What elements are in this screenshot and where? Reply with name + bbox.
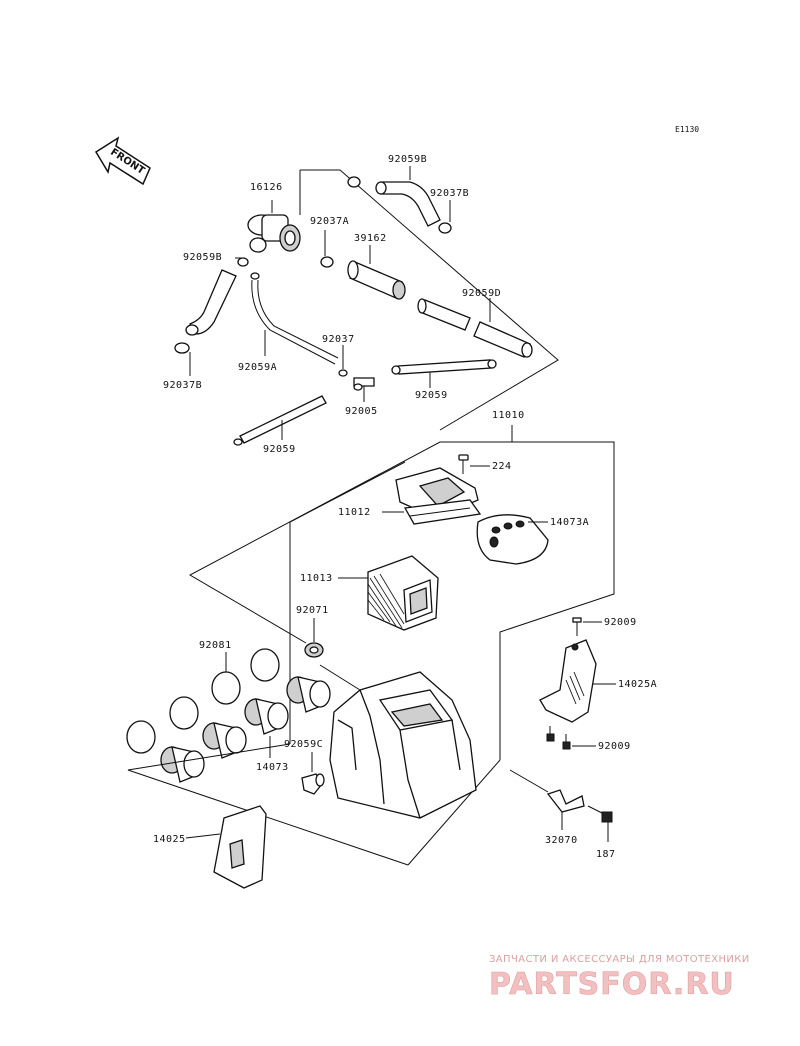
label-14073: 14073 [256, 762, 289, 773]
part-92009-bottom-screws [546, 726, 596, 750]
label-16126: 16126 [250, 182, 283, 193]
label-92071: 92071 [296, 605, 329, 616]
part-224-bolt [458, 454, 490, 474]
part-airbox-housing [329, 671, 477, 819]
label-39162: 39162 [354, 233, 387, 244]
part-14073-boots [160, 676, 331, 783]
watermark-tagline: ЗАПЧАСТИ И АКСЕССУАРЫ ДЛЯ МОТОТЕХНИКИ [489, 954, 750, 965]
airbox-assembly-outline [188, 425, 615, 866]
label-92009-bottom: 92009 [598, 741, 631, 752]
label-92059B-top: 92059B [388, 154, 427, 165]
label-14073A: 14073A [550, 517, 589, 528]
part-14073A-cap [476, 514, 549, 565]
part-92071-grommet [304, 618, 324, 658]
part-92059C-elbow [301, 752, 325, 795]
label-92059A: 92059A [238, 362, 277, 373]
part-92081-clamps [126, 648, 280, 754]
label-92059B-left: 92059B [183, 252, 222, 263]
part-11013-filter [338, 555, 439, 631]
label-92037: 92037 [322, 334, 355, 345]
part-14025-cover [185, 805, 267, 889]
diagram-code: E1130 [675, 125, 699, 134]
label-92081: 92081 [199, 640, 232, 651]
label-11010: 11010 [492, 410, 525, 421]
label-92005: 92005 [345, 406, 378, 417]
label-92037B-top: 92037B [430, 188, 469, 199]
part-92037A-clamp [320, 230, 334, 268]
label-92009-top: 92009 [604, 617, 637, 628]
label-32070: 32070 [545, 835, 578, 846]
label-92059D: 92059D [462, 288, 501, 299]
left-group-outline [127, 743, 409, 866]
part-39162-filter [347, 245, 406, 300]
part-92059B-top-hose [347, 166, 441, 227]
label-187: 187 [596, 849, 616, 860]
label-14025: 14025 [153, 834, 186, 845]
label-92059-bottom: 92059 [263, 444, 296, 455]
part-92059D-hoses [417, 298, 533, 358]
part-92037B-top-clamp [438, 200, 452, 234]
label-14025A: 14025A [618, 679, 657, 690]
part-14025A-bracket [539, 639, 616, 723]
part-16126-breather-body [247, 200, 301, 253]
part-92059-right-tube [391, 359, 497, 388]
watermark-brand: PARTSFOR.RU [489, 967, 735, 1002]
watermark: ЗАПЧАСТИ И АКСЕССУАРЫ ДЛЯ МОТОТЕХНИКИ PA… [489, 954, 750, 1002]
part-92059-bottom-tube [233, 395, 327, 446]
label-92059C: 92059C [284, 739, 323, 750]
part-32070-bracket [509, 769, 585, 830]
label-92037A: 92037A [310, 216, 349, 227]
part-92059B-left-hose [185, 257, 249, 336]
part-92059A-tube [250, 272, 339, 365]
part-11012-duct [382, 467, 482, 525]
part-92037-clamp [338, 345, 348, 377]
label-224: 224 [492, 461, 512, 472]
part-92037B-left-clamp [174, 342, 191, 376]
part-187-bolt [587, 805, 613, 842]
upper-group-outline [299, 169, 559, 431]
label-11012: 11012 [338, 507, 371, 518]
part-92005-fitting [353, 377, 375, 402]
label-92059-right: 92059 [415, 390, 448, 401]
label-92037B-left: 92037B [163, 380, 202, 391]
label-11013: 11013 [300, 573, 333, 584]
part-92009-top-screw [572, 617, 602, 636]
front-direction-arrow: FRONT [94, 136, 151, 186]
